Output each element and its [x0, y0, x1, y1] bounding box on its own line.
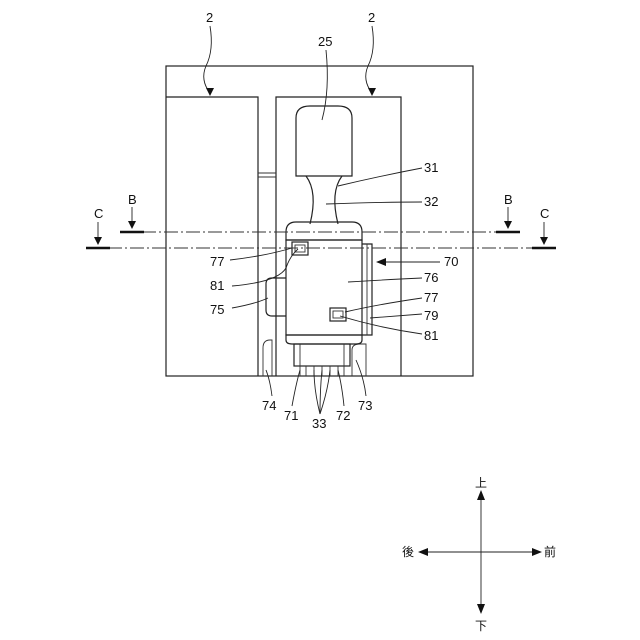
leader-81b [340, 316, 422, 334]
marker-B-right-head [504, 221, 512, 229]
ref-B-left: B [128, 192, 137, 207]
compass-back-arrow [418, 548, 428, 556]
ref-76: 76 [424, 270, 438, 285]
window-81-lower [333, 311, 343, 318]
ref-31: 31 [424, 160, 438, 175]
leader-75 [232, 298, 268, 308]
leader-2b [366, 26, 374, 93]
ref-2-left: 2 [206, 10, 213, 25]
compass-back-label: 後 [402, 545, 414, 559]
left-compartment [166, 97, 258, 376]
body-top-cap [286, 222, 362, 240]
right-compartment [276, 97, 401, 376]
window-77-lower [330, 308, 346, 321]
compass-down-label: 下 [475, 619, 487, 633]
arrow-70-head [376, 258, 386, 266]
marker-B-left-head [128, 221, 136, 229]
ref-25: 25 [318, 34, 332, 49]
leader-76 [348, 278, 422, 282]
leader-2a [204, 26, 212, 93]
leader-79 [370, 314, 422, 318]
neck-32 [306, 176, 342, 224]
ref-71: 71 [284, 408, 298, 423]
ref-72: 72 [336, 408, 350, 423]
leader-32 [326, 202, 422, 204]
leader-73 [356, 360, 366, 396]
body-bottom-cap [286, 335, 362, 344]
body-76 [286, 240, 362, 335]
compass-up-arrow [477, 490, 485, 500]
inner-left-guide [263, 340, 272, 376]
component-25 [296, 106, 352, 176]
compass-front-label: 前 [544, 544, 556, 559]
marker-C-left-head [94, 237, 102, 245]
leader-2a-head [206, 88, 214, 96]
compass-front-arrow [532, 548, 542, 556]
ref-2-right: 2 [368, 10, 375, 25]
leader-77a [230, 248, 292, 260]
ref-32: 32 [424, 194, 438, 209]
ref-77-upper: 77 [210, 254, 224, 269]
leg-block [294, 344, 350, 366]
ref-70: 70 [444, 254, 458, 269]
ref-C-left: C [94, 206, 103, 221]
leader-31 [338, 168, 422, 186]
compass-up-label: 上 [475, 476, 487, 490]
leader-2b-head [368, 88, 376, 96]
ref-81-lower: 81 [424, 328, 438, 343]
ref-33: 33 [312, 416, 326, 431]
compass-down-arrow [477, 604, 485, 614]
ref-73: 73 [358, 398, 372, 413]
inner-right-guide [352, 344, 366, 376]
leader-77b [345, 298, 422, 312]
ref-75: 75 [210, 302, 224, 317]
ref-81-upper: 81 [210, 278, 224, 293]
ref-79: 79 [424, 308, 438, 323]
leader-74 [266, 370, 272, 396]
ref-B-right: B [504, 192, 513, 207]
ref-77-lower: 77 [424, 290, 438, 305]
ref-C-right: C [540, 206, 549, 221]
leader-25 [322, 50, 327, 120]
marker-C-right-head [540, 237, 548, 245]
ref-74: 74 [262, 398, 276, 413]
